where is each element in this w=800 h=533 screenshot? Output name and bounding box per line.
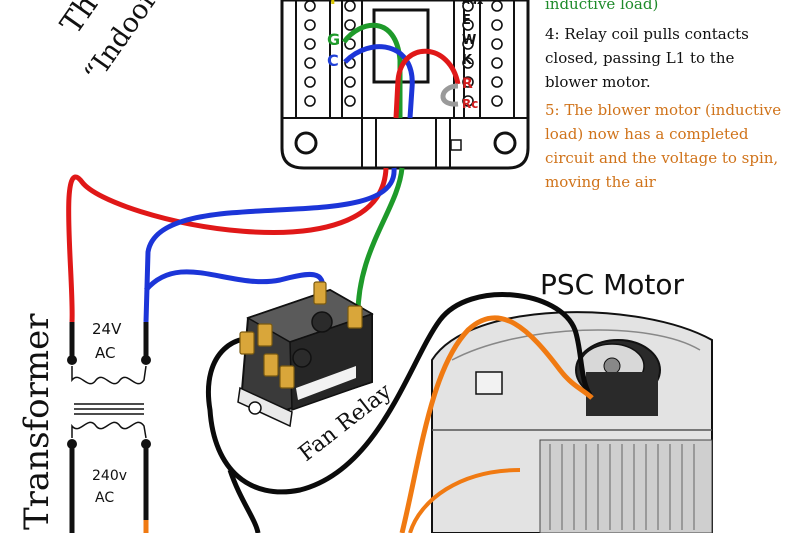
- screw-terminal-right: [491, 57, 503, 69]
- terminal-label-aux: Aux: [462, 0, 484, 7]
- blower-wheel-slats: [549, 444, 695, 530]
- screw-terminal-right: [491, 76, 503, 88]
- screw-terminal-left: [304, 19, 316, 31]
- internal-green-wire: [341, 22, 403, 118]
- screw-terminal-right-inner: [462, 0, 474, 12]
- orange-wire-bottom: [408, 468, 521, 533]
- step5-line-4: moving the air: [545, 173, 656, 191]
- thermostat-left-terminal-labels: Y GC: [326, 0, 340, 70]
- screw-terminal-right: [491, 0, 503, 12]
- blue-wire-transformer: [143, 167, 397, 323]
- primary-voltage-label: 240v: [92, 468, 127, 484]
- transformer-label-group: Transformer: [17, 313, 57, 530]
- screw-terminal-right-inner: [462, 95, 474, 107]
- thermostat-subbase: [280, 0, 530, 170]
- screw-terminal-right: [491, 95, 503, 107]
- screw-terminal-right: [491, 19, 503, 31]
- terminal-label-c: C: [327, 51, 339, 70]
- step4-line-2: closed, passing L1 to the: [545, 49, 735, 67]
- transformer: 24V AC 240v AC: [67, 320, 151, 533]
- step4-line-1: 4: Relay coil pulls contacts: [545, 25, 749, 43]
- terminal-label-e: E: [462, 13, 471, 28]
- internal-blue-wire: [343, 44, 415, 119]
- step4-line-3: blower motor.: [545, 73, 651, 91]
- screw-terminal-right-inner: [462, 76, 474, 88]
- screw-terminal-left: [304, 76, 316, 88]
- screw-terminal-left-inner: [344, 19, 356, 31]
- screw-terminal-right-inner: [462, 38, 474, 50]
- screw-terminal-right-inner: [462, 19, 474, 31]
- orange-wire-motor: [399, 315, 594, 533]
- screw-terminal-left: [304, 38, 316, 50]
- thermostat-screw-terminals: [304, 0, 503, 107]
- secondary-voltage-label: 24V: [92, 320, 122, 338]
- relay-terminals: [239, 281, 363, 389]
- step5-line-2: load) now has a completed: [545, 125, 749, 143]
- screw-terminal-left-inner: [344, 0, 356, 12]
- secondary-type-label: AC: [95, 344, 115, 362]
- screw-terminal-left-inner: [344, 76, 356, 88]
- screw-terminal-right-inner: [462, 57, 474, 69]
- terminal-label-g: G: [327, 30, 340, 49]
- sequence-notes: inductive load) 4: Relay coil pulls cont…: [545, 0, 800, 194]
- screw-terminal-right: [491, 38, 503, 50]
- blower-housing: [431, 311, 713, 533]
- red-wire: [66, 167, 389, 323]
- terminal-label-r: R: [462, 76, 473, 92]
- black-wire-relay-motor: [206, 292, 593, 495]
- terminal-label-y: Y: [326, 0, 339, 8]
- internal-grey-jumper: [440, 83, 459, 107]
- step5-note: 5: The blower motor (inductive load) now…: [545, 98, 800, 194]
- screw-terminal-left: [304, 57, 316, 69]
- screw-terminal-left-inner: [344, 95, 356, 107]
- motor-label: PSC Motor: [540, 268, 685, 301]
- primary-type-label: AC: [95, 490, 114, 506]
- transformer-label: Transformer: [17, 313, 57, 530]
- green-wire: [355, 167, 405, 321]
- terminal-label-k: K: [462, 53, 473, 68]
- terminal-label-rc: Rc: [462, 97, 478, 111]
- internal-red-wire: [393, 48, 461, 119]
- terminal-label-w: W: [462, 33, 476, 48]
- step5-line-1: 5: The blower motor (inductive: [545, 101, 782, 119]
- screw-terminal-left: [304, 0, 316, 12]
- step4-note: 4: Relay coil pulls contacts closed, pas…: [545, 22, 800, 94]
- fan-relay: [237, 288, 374, 428]
- step3-tail: inductive load): [545, 0, 659, 13]
- black-wire-bottom: [227, 469, 261, 533]
- blue-wire-relay: [144, 269, 326, 293]
- step5-line-3: circuit and the voltage to spin,: [545, 149, 779, 167]
- screw-terminal-left: [304, 95, 316, 107]
